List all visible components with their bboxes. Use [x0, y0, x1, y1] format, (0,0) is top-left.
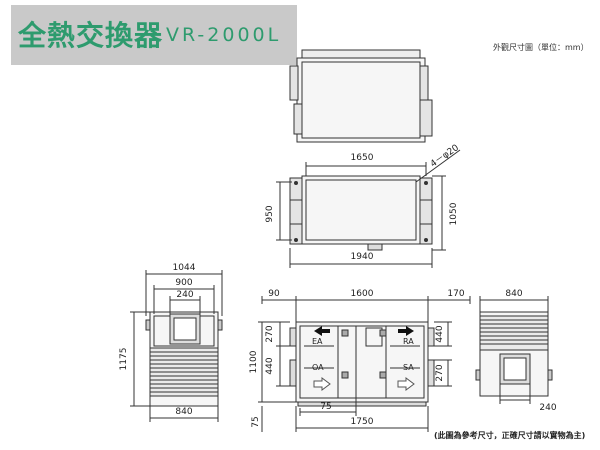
dim-top-height: 950: [265, 205, 275, 222]
oa-arrow-icon: [313, 377, 331, 391]
dim-center-left: 90: [268, 289, 280, 299]
sa-arrow-icon: [397, 377, 415, 391]
dim-center-right: 170: [447, 289, 464, 299]
dim-center-r-upper: 440: [435, 325, 445, 342]
dim-center-h-upper: 270: [265, 325, 275, 342]
dim-center-mid: 1600: [351, 289, 374, 299]
footnote: (此圖為參考尺寸，正確尺寸請以實物為主): [434, 431, 586, 440]
center-side-view: [258, 296, 471, 432]
top-elevation-view: [289, 49, 433, 143]
drawing-subtitle: 外觀尺寸圖（單位：mm）: [493, 43, 589, 52]
title-banner: [11, 5, 297, 65]
dim-left-top-outer: 1044: [173, 263, 196, 273]
left-side-view: [130, 270, 223, 422]
dim-top-width: 1650: [351, 153, 374, 163]
dim-center-r-lower: 270: [435, 364, 445, 381]
dim-left-top-inner: 900: [175, 278, 192, 288]
ea-arrow-icon: [314, 326, 330, 336]
dim-left-bottom: 840: [175, 407, 192, 417]
ra-arrow-icon: [398, 326, 414, 336]
dim-top-width-outer: 1940: [351, 252, 374, 262]
airflow-arrows: [313, 326, 415, 391]
product-title: 全熱交換器: [18, 19, 164, 52]
dim-right-duct: 240: [539, 403, 556, 413]
label-oa: OA: [312, 363, 324, 372]
dim-center-h-total: 1100: [249, 350, 259, 373]
dim-left-duct: 240: [176, 290, 193, 300]
label-ea: EA: [312, 337, 323, 346]
dim-center-bottom-inner: 75: [320, 402, 331, 412]
dim-center-h-lower: 440: [265, 357, 275, 374]
dim-left-height: 1175: [119, 348, 129, 371]
top-plan-view: [276, 149, 461, 268]
right-side-view: [475, 296, 553, 404]
label-sa: SA: [403, 363, 414, 372]
hole-spec: 4－φ20: [429, 143, 461, 170]
label-ra: RA: [403, 337, 414, 346]
dim-right-top: 840: [505, 289, 522, 299]
model-number: VR-2000L: [166, 24, 282, 46]
dim-center-bottom-left: 75: [251, 416, 261, 427]
dim-top-height-outer: 1050: [449, 202, 459, 225]
dim-center-bottom-total: 1750: [351, 417, 374, 427]
